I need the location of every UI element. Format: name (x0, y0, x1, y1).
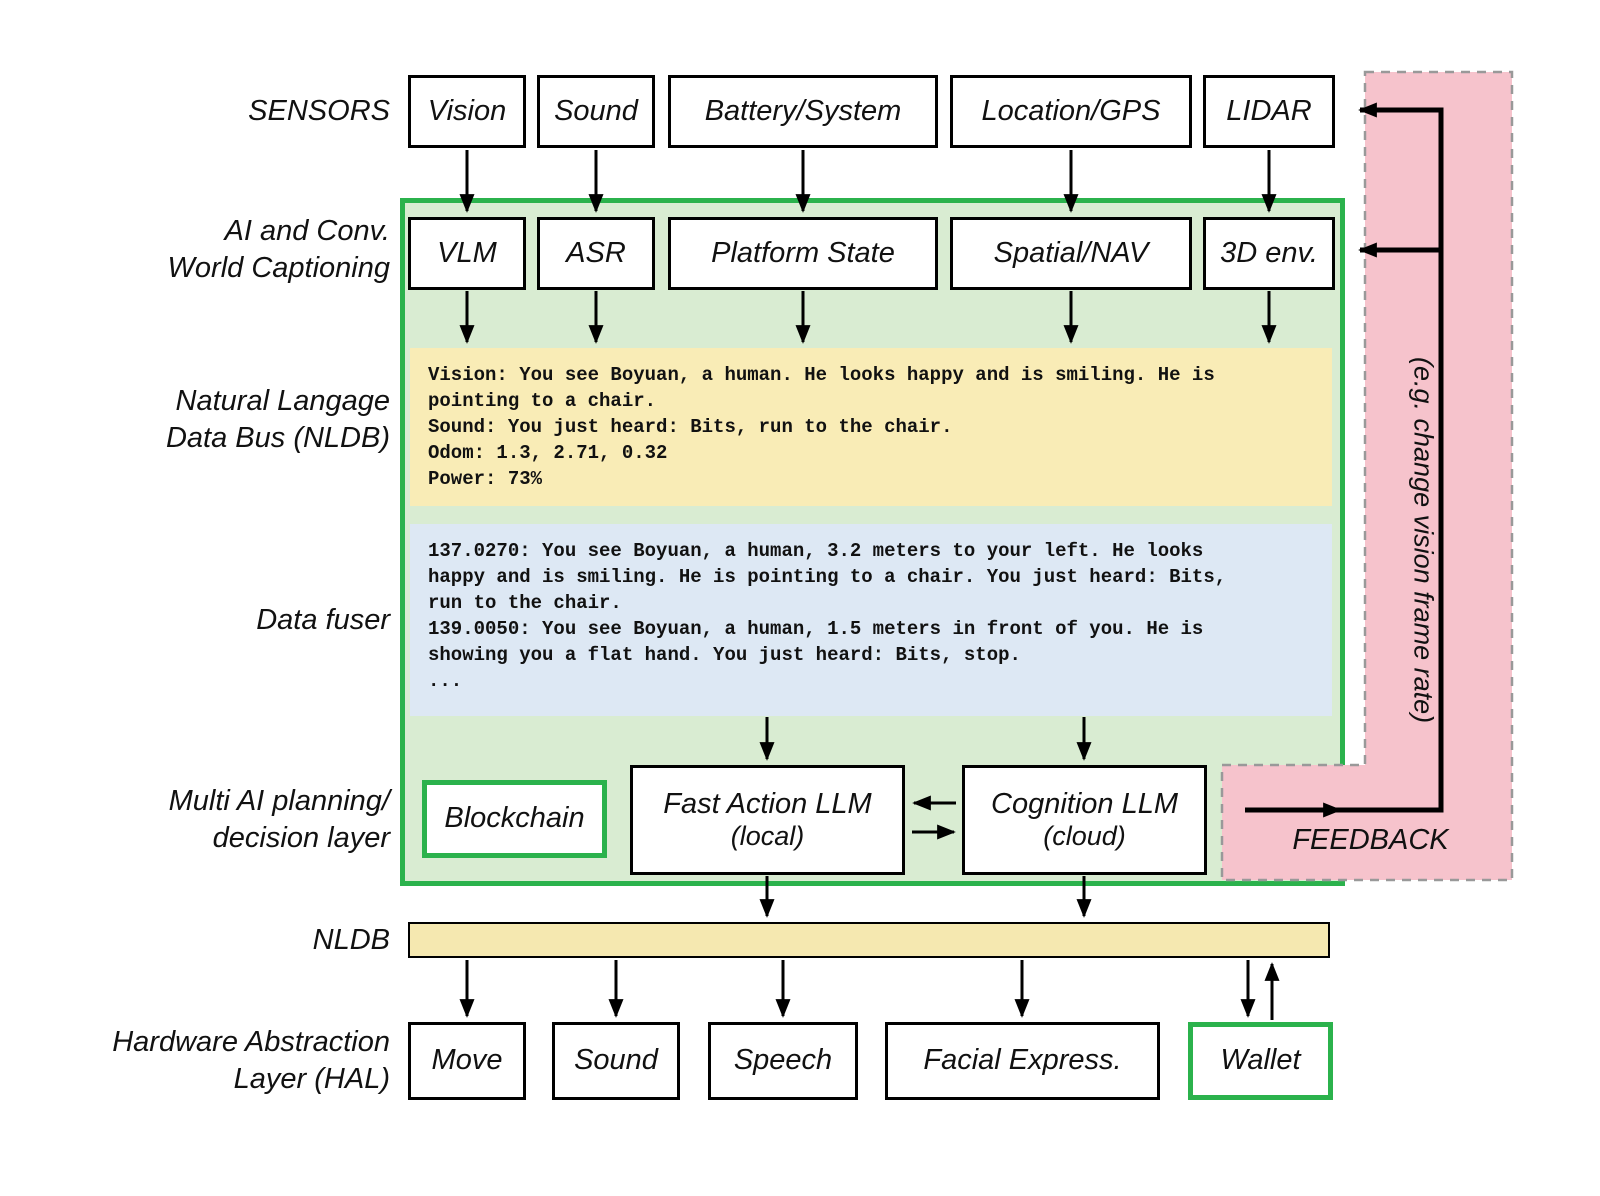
label-sensors: SENSORS (248, 95, 390, 127)
nldb-bus-bar (408, 922, 1330, 958)
fast-action-llm-box: Fast Action LLM (local) (630, 765, 905, 875)
hal-box-sound: Sound (552, 1022, 680, 1100)
label-captioning: AI and Conv. World Captioning (167, 215, 390, 284)
sensor-box-battery: Battery/System (668, 75, 938, 148)
sensor-box-sound: Sound (537, 75, 655, 148)
label-data-fuser: Data fuser (256, 604, 390, 636)
label-nldb-bus: NLDB (312, 924, 390, 956)
feedback-note: (e.g. change vision frame rate) (1408, 356, 1439, 724)
sensor-box-location: Location/GPS (950, 75, 1192, 148)
hal-box-move: Move (408, 1022, 526, 1100)
hal-box-speech: Speech (708, 1022, 858, 1100)
cognition-llm-sub: (cloud) (1043, 821, 1126, 852)
fast-action-llm-title: Fast Action LLM (663, 787, 872, 820)
cognition-llm-box: Cognition LLM (cloud) (962, 765, 1207, 875)
fast-action-llm-sub: (local) (730, 821, 805, 852)
arrows-bus-to-hal (459, 960, 1280, 1020)
captioning-box-asr: ASR (537, 217, 655, 290)
captioning-box-vlm: VLM (408, 217, 526, 290)
label-nldb: Natural Langage Data Bus (NLDB) (165, 385, 390, 454)
feedback-label: FEEDBACK (1292, 824, 1449, 856)
blockchain-box: Blockchain (422, 780, 607, 858)
captioning-box-spatial: Spatial/NAV (950, 217, 1192, 290)
hal-box-wallet: Wallet (1188, 1022, 1333, 1100)
label-hal: Hardware Abstraction Layer (HAL) (112, 1026, 390, 1095)
cognition-llm-title: Cognition LLM (991, 787, 1178, 820)
sensor-box-vision: Vision (408, 75, 526, 148)
sensor-box-lidar: LIDAR (1203, 75, 1335, 148)
label-planning: Multi AI planning/ decision layer (168, 785, 390, 854)
data-fuser-text-box: 137.0270: You see Boyuan, a human, 3.2 m… (410, 524, 1332, 716)
nldb-text-box: Vision: You see Boyuan, a human. He look… (410, 348, 1332, 506)
hal-box-facial: Facial Express. (885, 1022, 1160, 1100)
captioning-box-platform: Platform State (668, 217, 938, 290)
captioning-box-3denv: 3D env. (1203, 217, 1335, 290)
